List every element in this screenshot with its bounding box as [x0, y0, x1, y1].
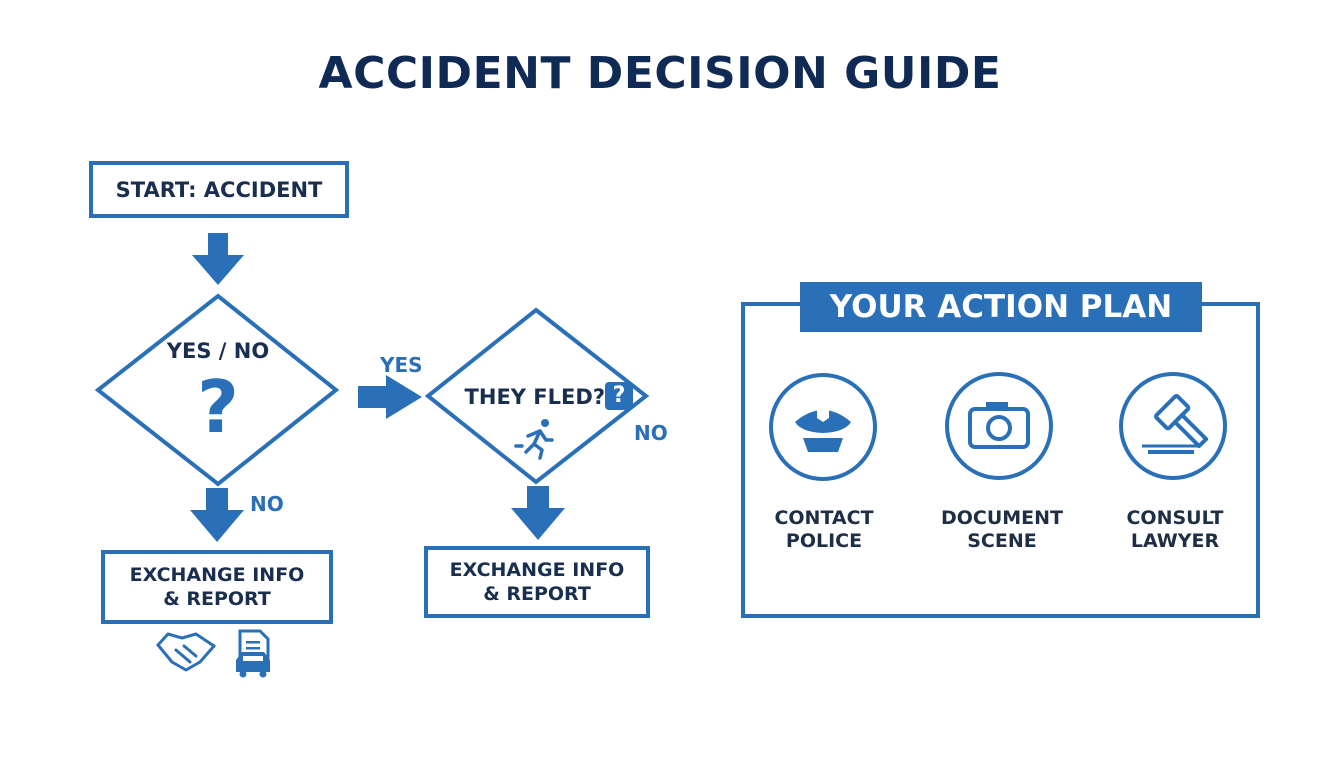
arrow-down-1: [192, 233, 244, 285]
no-label-2: NO: [634, 421, 668, 445]
action-label-police-line-1: CONTACT: [774, 507, 874, 529]
running-person-icon: [514, 419, 554, 460]
action-plan-header: YOUR ACTION PLAN: [800, 282, 1202, 332]
result-box-1: EXCHANGE INFO & REPORT: [101, 550, 333, 624]
result-2-line-2: & REPORT: [483, 583, 591, 605]
result-2-line-1: EXCHANGE INFO: [449, 559, 625, 581]
decision-1-label: YES / NO: [166, 339, 270, 363]
page-title: ACCIDENT DECISION GUIDE: [318, 48, 1002, 99]
question-icon: ?: [197, 365, 239, 449]
yes-label: YES: [380, 353, 423, 377]
start-label: START: ACCIDENT: [115, 177, 323, 202]
arrow-down-2: [190, 488, 244, 542]
action-label-lawyer-line-2: LAWYER: [1130, 530, 1220, 552]
decision-diamond-1: [94, 293, 340, 487]
action-label-document: DOCUMENT SCENE: [922, 507, 1082, 553]
decision-2-question-mark: ?: [612, 383, 626, 408]
arrow-right-yes: [358, 375, 422, 419]
action-label-lawyer-line-1: CONSULT: [1126, 507, 1224, 529]
action-label-lawyer: CONSULT LAWYER: [1095, 507, 1255, 553]
start-box: START: ACCIDENT: [89, 161, 349, 218]
question-badge: [605, 382, 633, 410]
decision-2-label: THEY FLED?: [464, 385, 605, 409]
police-cap-icon: [769, 373, 877, 481]
car-document-icon: [236, 629, 270, 678]
action-label-police-line-2: POLICE: [785, 530, 863, 552]
result-box-2: EXCHANGE INFO & REPORT: [424, 546, 650, 618]
action-label-document-line-1: DOCUMENT: [940, 507, 1064, 529]
result-1-line-1: EXCHANGE INFO: [129, 564, 305, 586]
no-label-1: NO: [250, 492, 284, 516]
camera-icon: [945, 372, 1053, 480]
action-plan-frame: [741, 302, 1260, 618]
decision-diamond-2: [424, 307, 650, 485]
gavel-icon: [1119, 372, 1227, 480]
action-label-document-line-2: SCENE: [967, 530, 1037, 552]
action-label-police: CONTACT POLICE: [744, 507, 904, 553]
handshake-icon: [156, 632, 216, 672]
result-1-line-2: & REPORT: [163, 588, 271, 610]
arrow-down-3: [511, 486, 565, 540]
